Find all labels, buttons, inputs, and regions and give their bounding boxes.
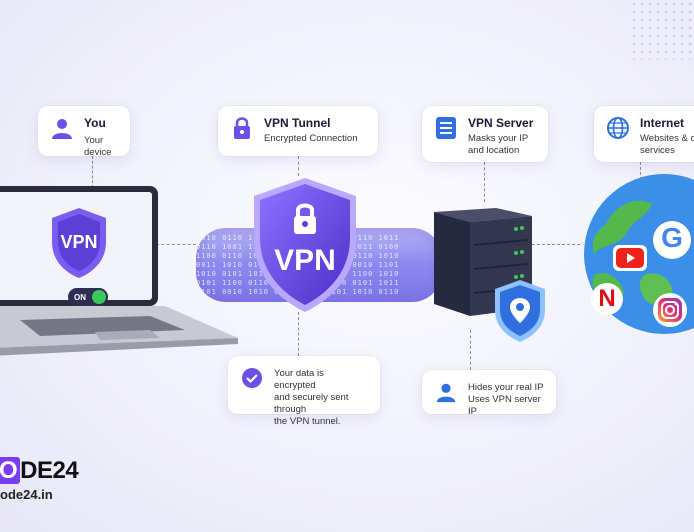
globe-icon (606, 116, 630, 140)
decorative-dot-grid (630, 0, 694, 60)
card-you-title: You (84, 116, 106, 130)
laptop-vpn-label: VPN (60, 232, 98, 252)
laptop-illustration (0, 186, 238, 356)
main-vpn-shield-icon (254, 178, 356, 312)
card-vpn-tunnel-sub: Encrypted Connection (264, 133, 358, 144)
card-vpn-server-sub1: Masks your IP (468, 133, 529, 144)
card-internet-sub2: services (640, 145, 675, 156)
connector-laptop-tunnel (156, 244, 196, 245)
brand-url: ode24.in (0, 487, 53, 502)
user-icon (50, 116, 74, 140)
laptop-shield-icon (52, 208, 106, 278)
lock-icon (230, 116, 254, 140)
instagram-logo-icon (653, 293, 687, 327)
netflix-logo-letter: N (598, 285, 616, 312)
server-list-icon (434, 116, 458, 140)
connector-internet (640, 162, 641, 180)
netflix-logo-icon (591, 283, 623, 315)
card-internet-title: Internet (640, 116, 685, 130)
card-you: You Your device (38, 106, 130, 158)
card-hides-line2: Uses VPN server IP (468, 394, 541, 417)
card-vpn-server-sub2: and location (468, 145, 520, 156)
user-blue-icon (434, 380, 458, 404)
vpn-toggle-knob (92, 290, 106, 304)
connector-server-globe (532, 244, 580, 245)
youtube-logo-icon (613, 245, 647, 271)
google-logo-letter: G (661, 222, 683, 253)
card-you-sub: Your device (84, 135, 112, 158)
card-internet-sub1: Websites & o (640, 133, 694, 144)
connector-hides (470, 330, 471, 370)
card-vpn-server: VPN Server Masks your IP and location (422, 106, 548, 162)
card-encrypted-line2: and securely sent through (274, 392, 349, 415)
brand-wordmark-prefix: O (0, 457, 21, 484)
main-vpn-label: VPN (274, 244, 336, 277)
connector-encrypted (298, 312, 299, 356)
card-hides-ip: Hides your real IP Uses VPN server IP (422, 370, 556, 417)
card-encrypted-line3: the VPN tunnel. (274, 416, 341, 427)
card-vpn-tunnel: VPN Tunnel Encrypted Connection (218, 106, 378, 156)
connector-you (92, 156, 93, 188)
card-encrypted-line1: Your data is encrypted (274, 368, 324, 391)
vpn-toggle[interactable]: ON (68, 288, 108, 306)
google-logo-icon (653, 221, 691, 259)
card-vpn-server-title: VPN Server (468, 116, 534, 130)
vpn-server-illustration (434, 208, 532, 316)
card-vpn-tunnel-title: VPN Tunnel (264, 116, 331, 130)
card-internet: Internet Websites & o services (594, 106, 694, 162)
connector-tunnel (298, 156, 299, 176)
card-hides-line1: Hides your real IP (468, 382, 544, 393)
card-encrypted-data: Your data is encrypted and securely sent… (228, 356, 380, 427)
connector-server (484, 162, 485, 202)
brand-wordmark-suffix: DE24 (20, 457, 79, 484)
check-circle-icon (240, 366, 264, 390)
location-shield-icon (495, 280, 545, 342)
vpn-toggle-label: ON (74, 292, 86, 302)
